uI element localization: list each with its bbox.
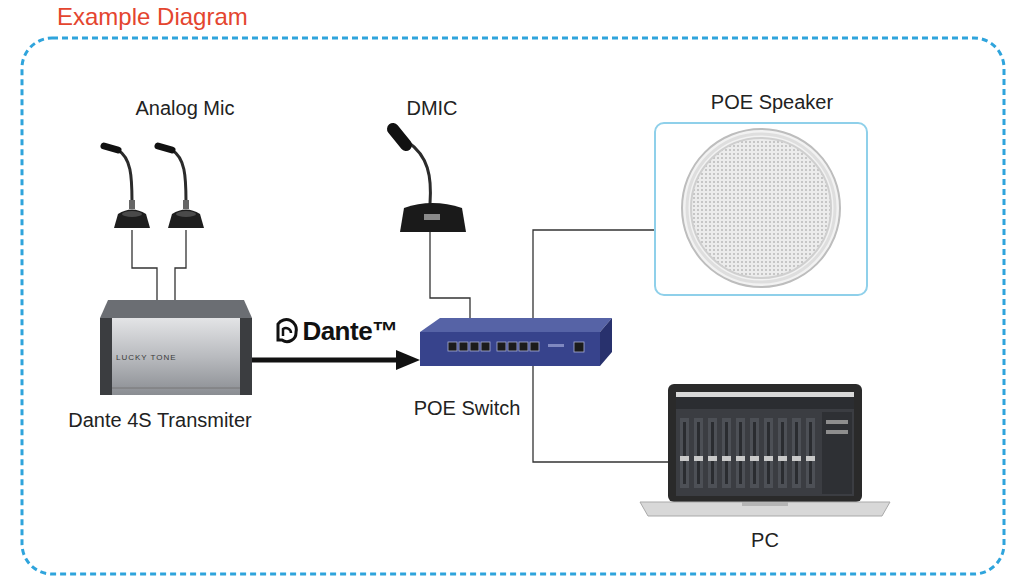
cable-line xyxy=(132,230,157,300)
switch-device xyxy=(420,318,612,366)
diagram-title: Example Diagram xyxy=(57,3,248,31)
laptop-device xyxy=(640,384,890,516)
cable-line xyxy=(533,366,668,462)
device-caption: POE Switch xyxy=(414,396,521,420)
device-caption: Dante 4S Transmiter xyxy=(68,408,251,432)
brand-mark: LUCKY TONE xyxy=(116,353,177,363)
device-node: PC xyxy=(668,384,862,502)
device-node: DMIC xyxy=(380,115,475,232)
device-caption: POE Speaker xyxy=(711,90,833,114)
edge-label: Dante™ xyxy=(302,316,397,346)
dante-mic-icon xyxy=(393,129,466,232)
cable-line xyxy=(175,230,186,300)
signal-arrow xyxy=(252,358,400,363)
analog-mic-icon xyxy=(104,146,150,228)
transmitter-device xyxy=(100,300,252,395)
device-box: POE Speaker xyxy=(654,122,868,296)
device-node: Dante 4S Transmiter xyxy=(100,300,252,395)
edge-label-group: Dante™ xyxy=(274,316,397,346)
cable-line xyxy=(533,230,654,318)
cable-line xyxy=(430,232,470,318)
speaker-device xyxy=(682,129,840,287)
dashed-frame xyxy=(22,38,1004,574)
device-caption: Analog Mic xyxy=(136,96,235,120)
device-caption: PC xyxy=(751,528,779,552)
device-node: Analog Mic xyxy=(105,140,215,230)
analog-mic-icon xyxy=(158,146,204,228)
device-node: POE Switch xyxy=(420,318,612,366)
dante-logo-mark xyxy=(274,318,300,344)
device-caption: DMIC xyxy=(406,96,457,120)
